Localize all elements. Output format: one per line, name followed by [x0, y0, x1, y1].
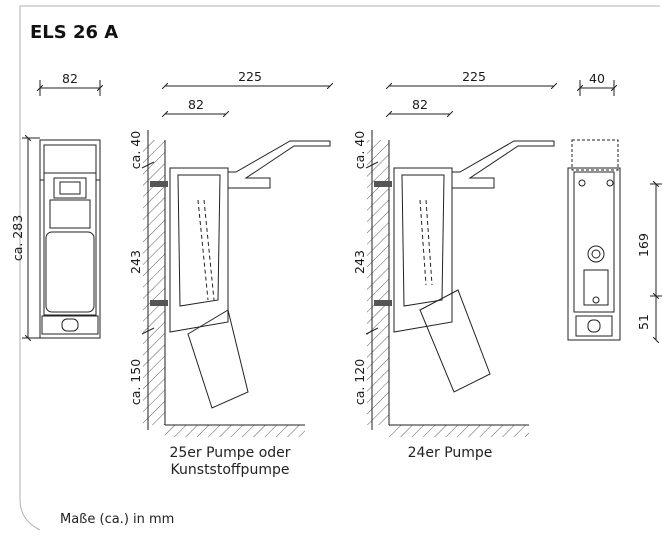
side1-caption-line2: Kunststoffpumpe	[170, 462, 290, 478]
back-upper-label: 169	[636, 233, 651, 257]
back-view	[567, 80, 662, 340]
front-view	[22, 80, 100, 338]
side1-bottom-label: ca. 150	[128, 359, 143, 405]
side2-caption: 24er Pumpe	[407, 445, 493, 461]
side1-caption-line1: 25er Pumpe oder	[169, 445, 291, 461]
side1-depth-label: 225	[238, 69, 262, 84]
side2-inner-depth-label: 82	[412, 97, 428, 112]
drawing-title: ELS 26 A	[30, 22, 119, 43]
side2-bottom-label: ca. 120	[352, 359, 367, 405]
footer-note: Maße (ca.) in mm	[60, 512, 175, 527]
side2-top-label: ca. 40	[352, 131, 367, 169]
back-width-label: 40	[589, 71, 605, 86]
side2-mid-label: 243	[352, 250, 367, 274]
side1-top-label: ca. 40	[128, 131, 143, 169]
side1-caption: 25er Pumpe oder Kunststoffpumpe	[155, 445, 305, 479]
frame-border	[19, 5, 660, 531]
side1-inner-depth-label: 82	[188, 97, 204, 112]
front-width-label: 82	[62, 71, 78, 86]
back-lower-label: 51	[636, 314, 651, 330]
side-view-1	[141, 86, 330, 437]
side1-mid-label: 243	[128, 250, 143, 274]
side-view-2	[365, 86, 554, 437]
front-height-label: ca. 283	[10, 215, 25, 261]
side2-depth-label: 225	[462, 69, 486, 84]
